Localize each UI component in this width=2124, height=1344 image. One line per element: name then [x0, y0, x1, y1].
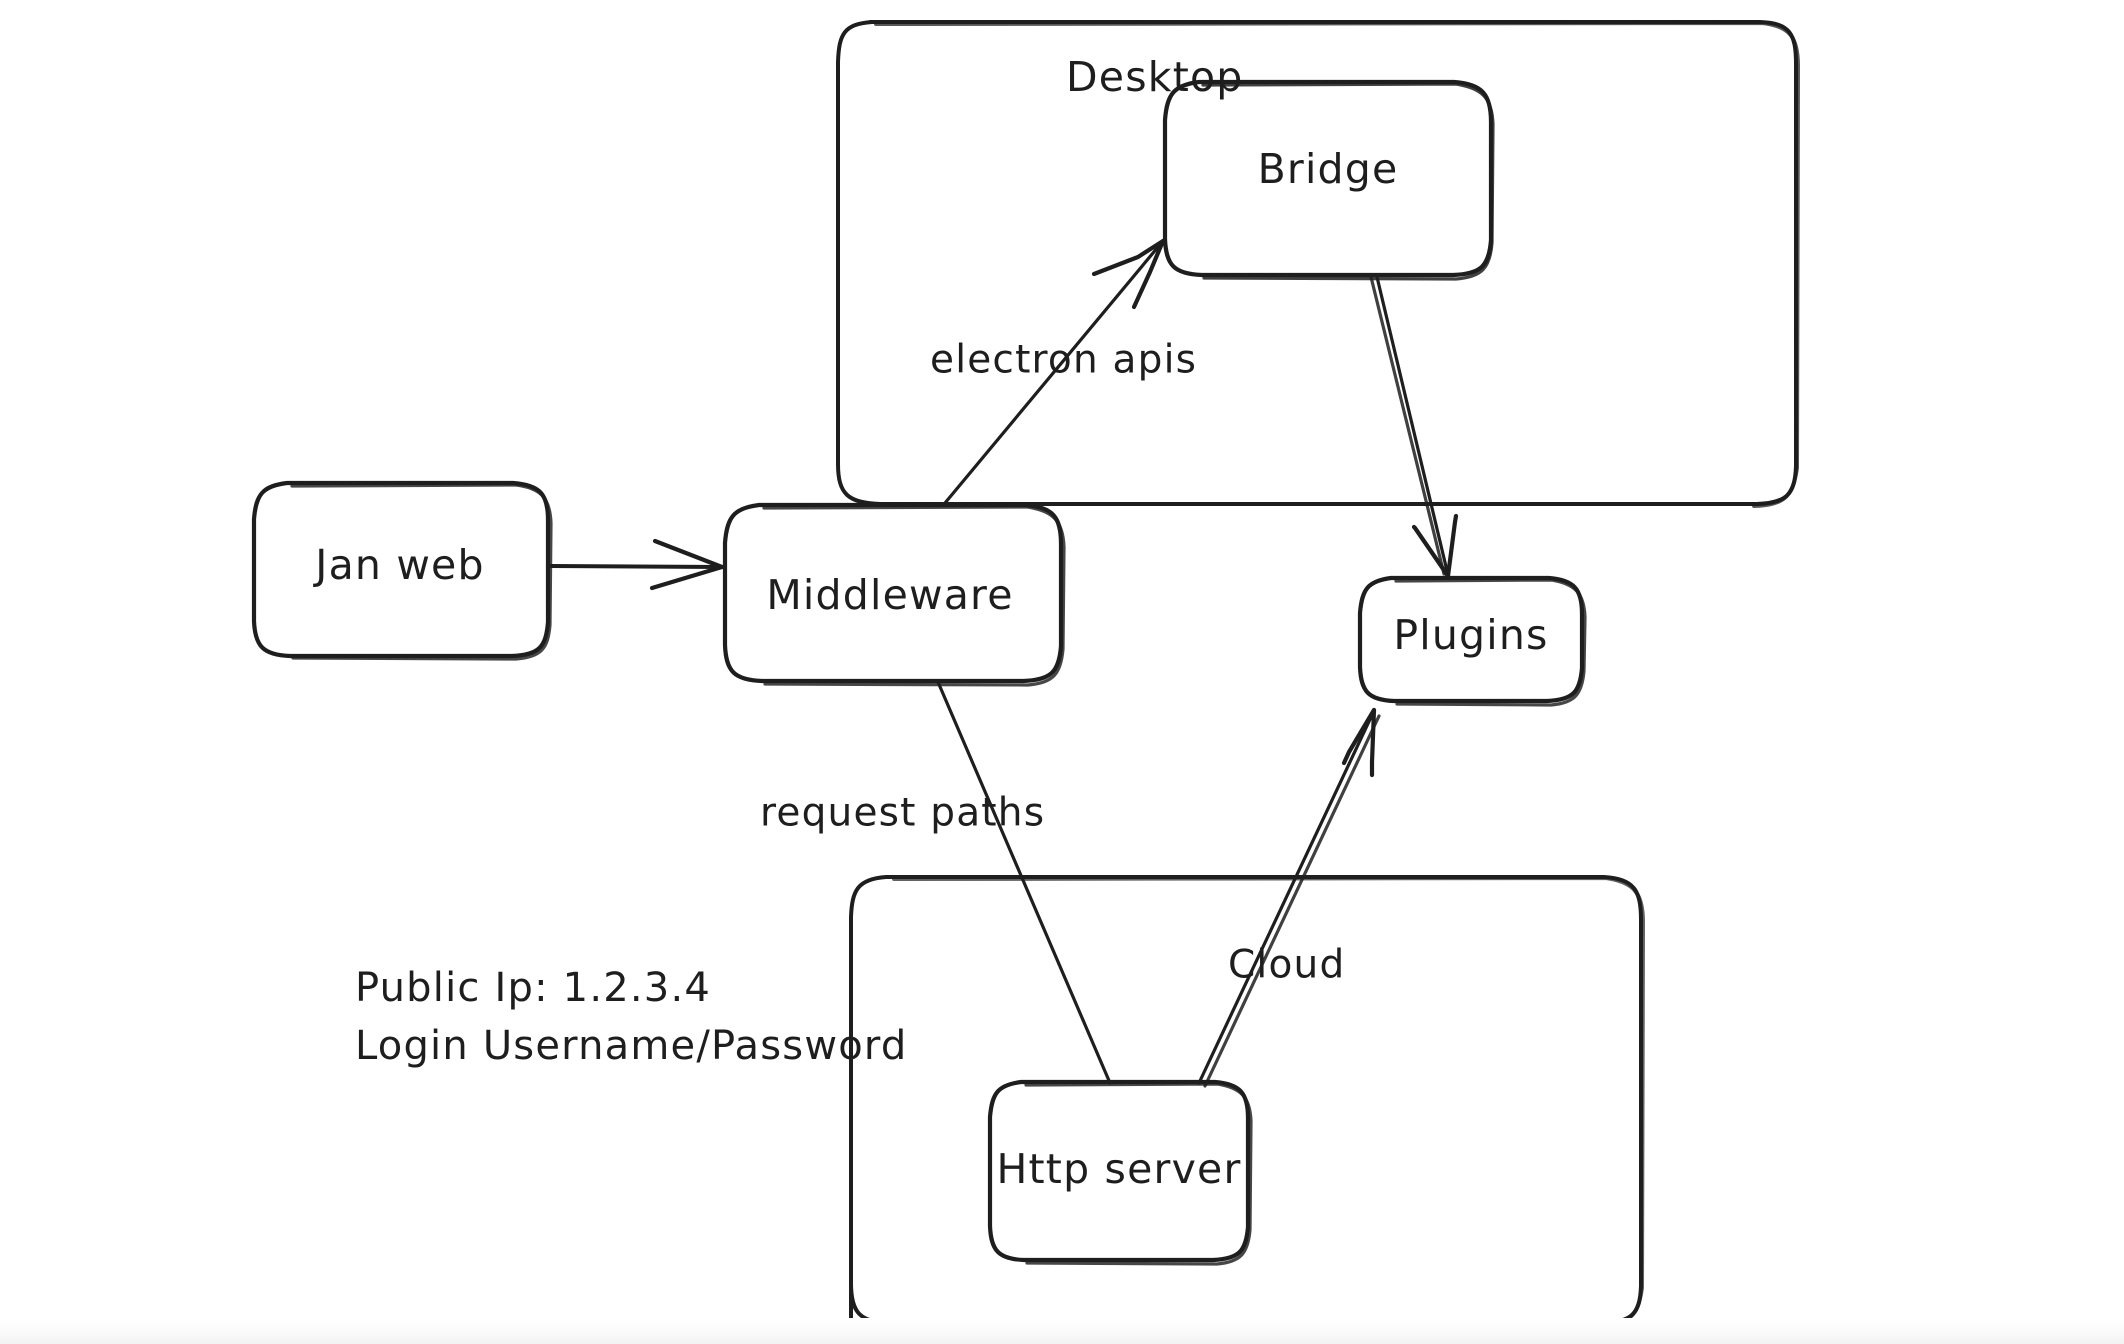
node-bridge[interactable] — [1162, 79, 1495, 281]
edge-janweb-to-middleware — [549, 538, 725, 591]
node-jan-web[interactable] — [251, 480, 553, 661]
node-http-server-label: Http server — [996, 1145, 1241, 1193]
edge-label-electron-apis: electron apis — [930, 338, 1197, 383]
node-jan-web-label: Jan web — [312, 541, 484, 589]
node-bridge-label: Bridge — [1258, 145, 1399, 193]
container-cloud-label: Cloud — [1228, 943, 1345, 988]
note-login: Login Username/Password — [355, 1023, 907, 1069]
edge-httpserver-to-plugins — [1197, 707, 1381, 1088]
node-middleware[interactable] — [722, 502, 1066, 687]
note-public-ip: Public Ip: 1.2.3.4 — [355, 965, 711, 1011]
edge-middleware-to-httpserver — [936, 680, 1112, 1085]
edge-label-request-paths: request paths — [760, 791, 1045, 836]
edge-bridge-to-plugins — [1369, 275, 1459, 579]
node-plugins[interactable] — [1357, 575, 1587, 707]
container-desktop-label: Desktop — [1066, 53, 1244, 101]
container-desktop[interactable] — [836, 20, 1800, 508]
node-http-server[interactable] — [987, 1079, 1253, 1266]
node-plugins-label: Plugins — [1393, 611, 1548, 659]
edge-middleware-to-bridge — [943, 238, 1166, 505]
node-middleware-label: Middleware — [766, 571, 1013, 619]
